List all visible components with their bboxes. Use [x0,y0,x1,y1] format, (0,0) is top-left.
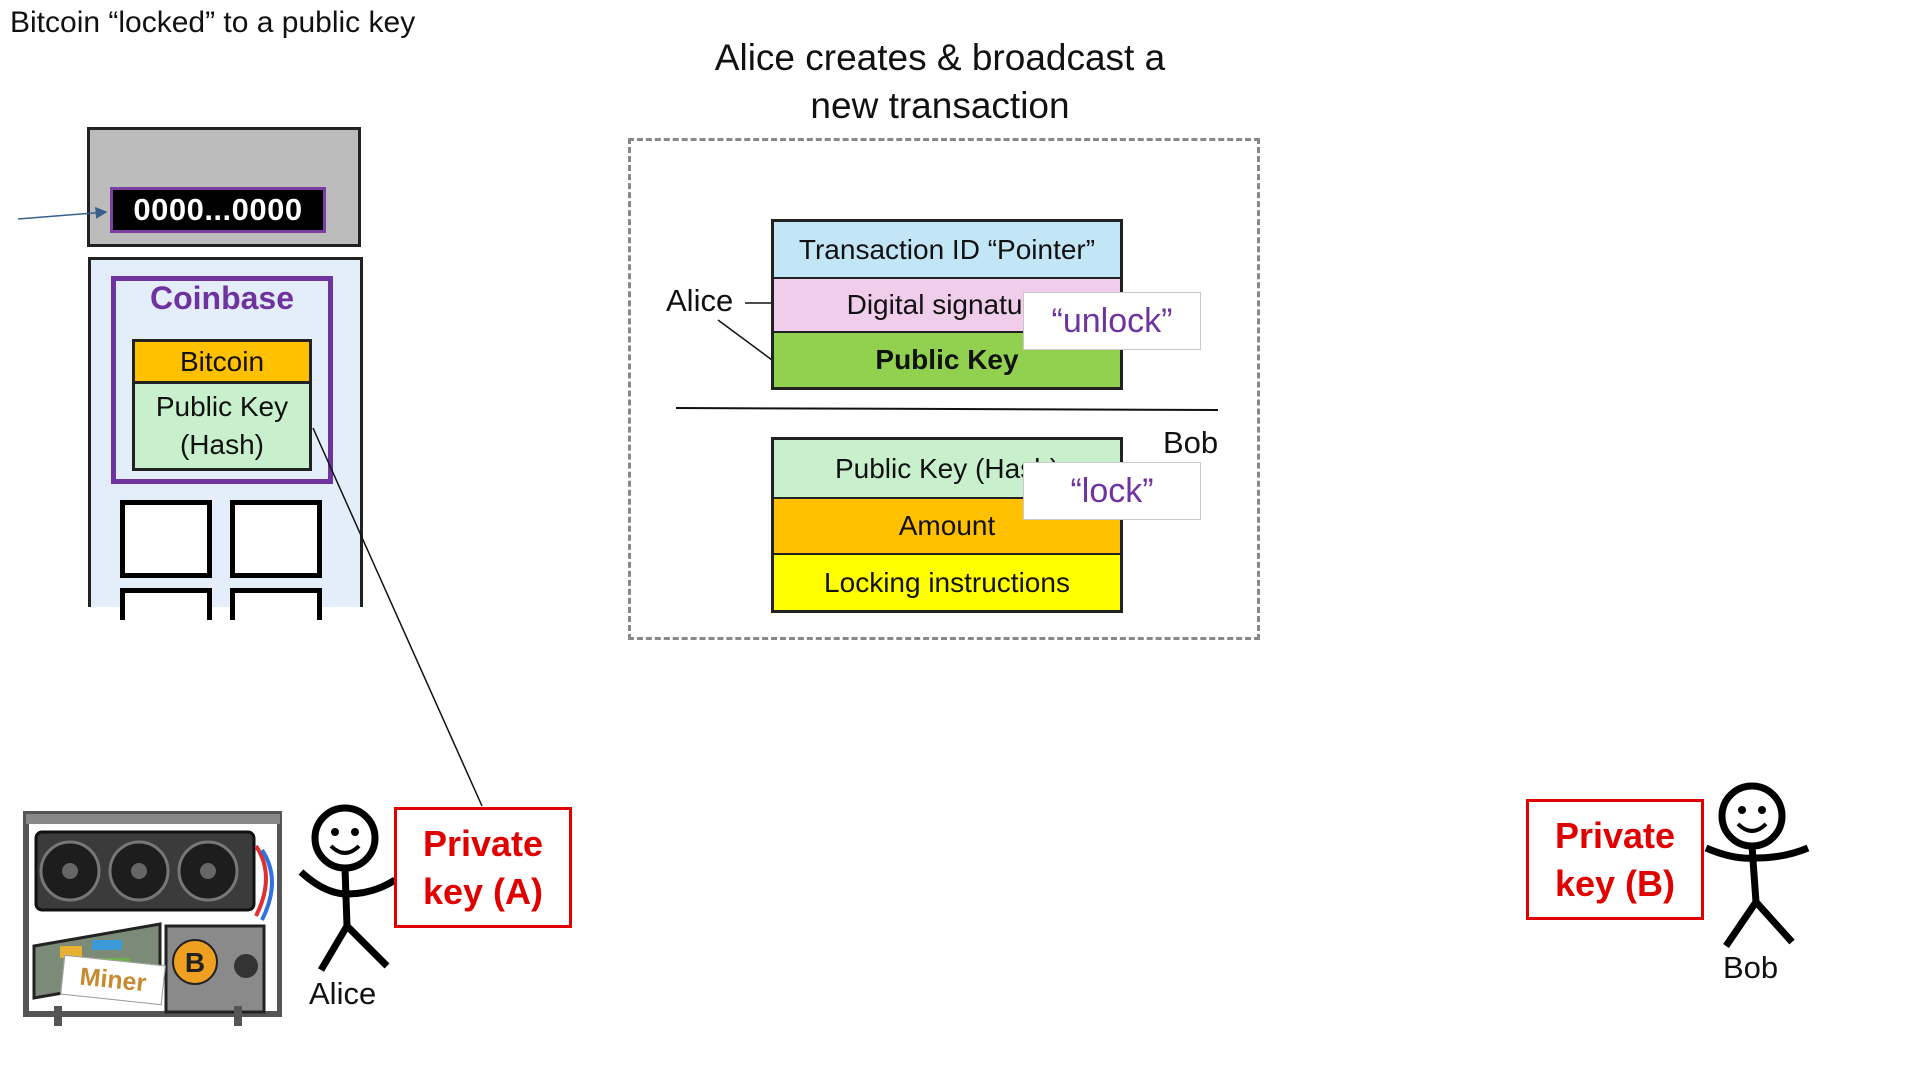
center-title-line1: Alice creates & broadcast a [714,37,1166,78]
section-title-left: Bitcoin “locked” to a public key [10,6,416,39]
tx-output-locking: Locking instructions [771,553,1123,613]
center-title-line2: new transaction [810,85,1070,126]
private-key-a-line1: Private [422,822,544,864]
alice-label: Alice [309,976,377,1011]
coinbase-pubkey-line1: Public Key [155,391,289,422]
private-key-b: Private key (B) [1526,799,1704,920]
private-key-b-line1: Private [1554,814,1676,856]
bob-label: Bob [1723,950,1779,985]
private-key-a-line2: key (A) [422,870,544,912]
tx-input-pointer: Transaction ID “Pointer” [771,219,1123,277]
unlock-callout: “unlock” [1023,292,1201,350]
tx-slot [230,588,322,620]
tx-alice-label: Alice [666,283,734,318]
coinbase-bitcoin: Bitcoin [132,339,312,384]
tx-output-amount: Amount [771,497,1123,553]
private-key-b-line2: key (B) [1554,862,1676,904]
coinbase-label: Coinbase [149,280,295,316]
tx-slot [120,588,212,620]
section-title-center: Alice creates & broadcast a new transact… [660,34,1220,130]
tx-slot [120,500,212,578]
alice-stick-figure-icon [298,804,397,972]
tx-output-pubkey-hash: Public Key (Hash) [771,437,1123,497]
block-hash: 0000...0000 [110,187,326,233]
tx-slot [230,500,322,578]
private-key-a: Private key (A) [394,807,572,928]
bob-stick-figure-icon [1704,782,1810,948]
coinbase-pubkey-line2: (Hash) [179,429,264,460]
coinbase-public-key-hash: Public Key (Hash) [132,381,312,471]
svg-text:B: B [185,947,205,978]
new-transaction-frame [628,138,1260,640]
tx-bob-label: Bob [1163,425,1219,460]
lock-callout: “lock” [1023,462,1201,520]
